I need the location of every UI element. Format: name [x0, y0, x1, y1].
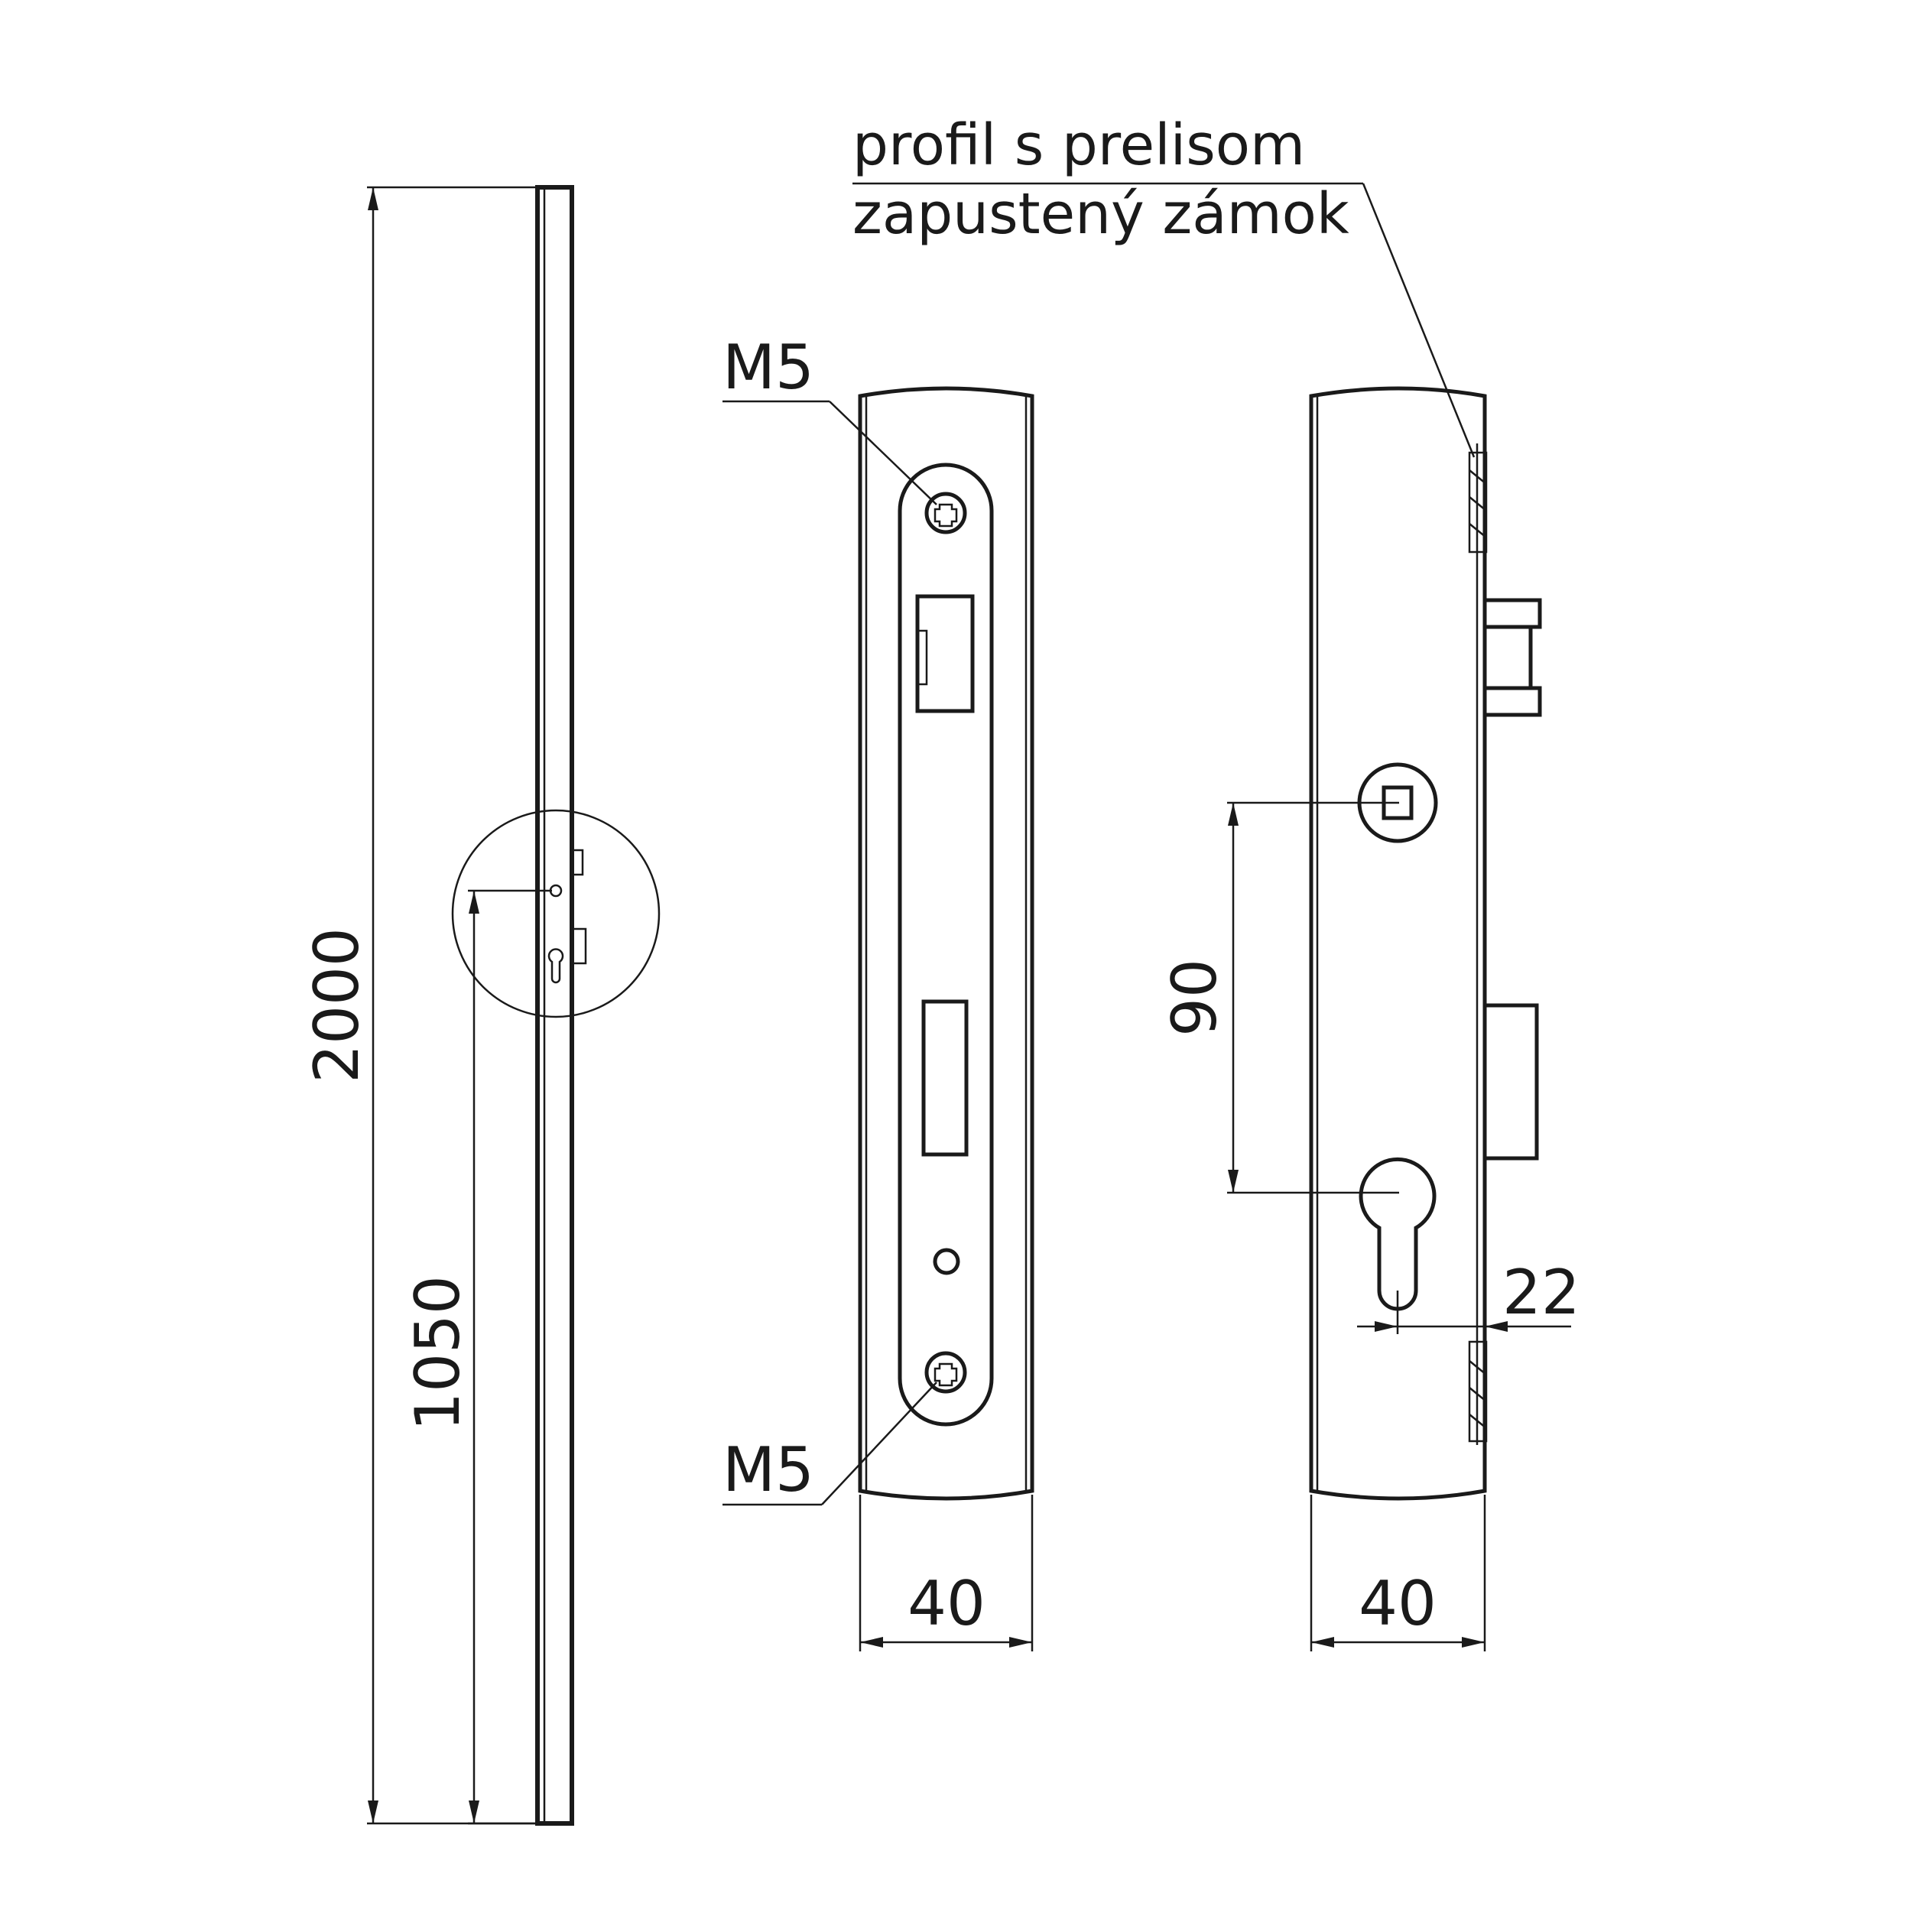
detail-circle	[451, 809, 661, 1018]
dimension-handle-to-cylinder: 90	[1159, 801, 1399, 1194]
profile-section-top	[1468, 451, 1488, 554]
faceplate-front-view	[858, 386, 1034, 1501]
screw-top-callout: M5	[722, 332, 937, 505]
screw-bottom-callout: M5	[722, 1382, 937, 1506]
profile-section-bottom	[1468, 1340, 1488, 1443]
side-profile-outline	[1309, 386, 1487, 1501]
bolt-opening	[921, 999, 969, 1157]
small-hole-icon	[933, 1248, 960, 1275]
keyhole-icon	[547, 948, 564, 984]
dim-2000-label: 2000	[301, 927, 372, 1083]
dim-1050-label: 1050	[402, 1275, 473, 1431]
screw-bottom-label: M5	[722, 1434, 814, 1505]
profile-bar	[535, 185, 574, 1826]
profile-elevation	[451, 185, 661, 1826]
dimension-total-height: 2000	[301, 186, 535, 1825]
profile-label-line1: profil s prelisom	[852, 112, 1305, 178]
lock-side-view	[1309, 386, 1542, 1501]
profile-callout: profil s prelisom zapustený zámok	[852, 112, 1476, 458]
dead-bolt	[1482, 1003, 1539, 1161]
screw-top-label: M5	[722, 332, 814, 403]
screw-bottom-icon	[924, 1351, 967, 1394]
faceplate-outline	[858, 386, 1034, 1501]
dimension-lock-height: 1050	[402, 889, 552, 1825]
forend-plate	[898, 463, 994, 1427]
latch-opening	[915, 594, 975, 713]
cylinder-hole-icon	[1359, 1157, 1437, 1311]
dimension-front-width: 40	[859, 1495, 1034, 1651]
dim-90-label: 90	[1159, 959, 1230, 1037]
dimension-side-width: 40	[1310, 1495, 1486, 1651]
profile-label-line2: zapustený zámok	[852, 181, 1349, 247]
dim-40-front-label: 40	[908, 1568, 985, 1639]
dim-22-label: 22	[1502, 1257, 1580, 1328]
latch-bolt	[1482, 625, 1533, 690]
handle-hole-icon	[549, 884, 563, 898]
screw-top-icon	[924, 492, 967, 534]
dimension-backset: 22	[1357, 1257, 1580, 1334]
dim-40-side-label: 40	[1359, 1568, 1437, 1639]
